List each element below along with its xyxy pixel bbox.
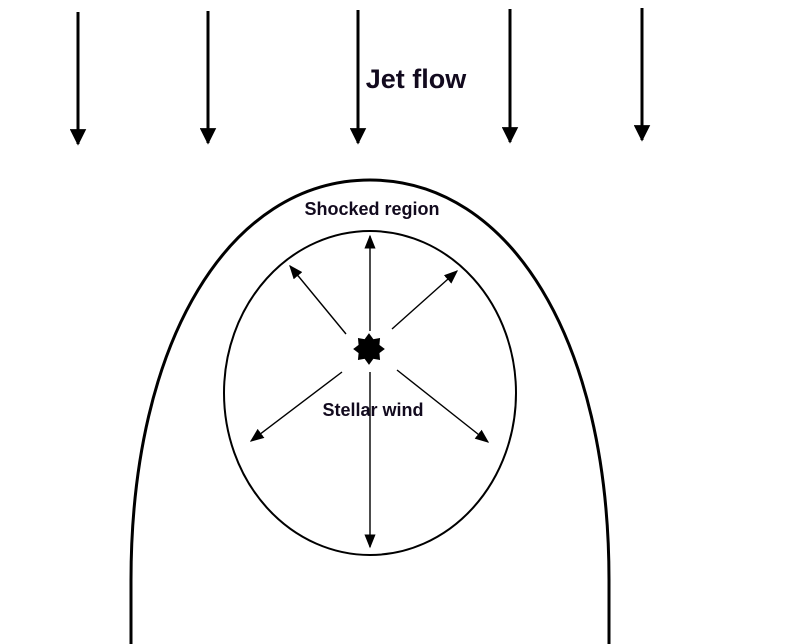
- wind-arrow-up-right: [391, 270, 459, 330]
- stellar-wind-bubble: [223, 230, 517, 556]
- shocked-region-label: Shocked region: [304, 199, 439, 219]
- star-icon: [353, 333, 385, 365]
- jet-flow-arrows: [69, 8, 651, 146]
- shocked-region-boundary: [129, 178, 611, 644]
- wind-arrow-down-right: [396, 369, 490, 443]
- stellar-wind-label: Stellar wind: [322, 400, 423, 420]
- wind-arrow-up-left: [289, 264, 347, 335]
- wind-arrow-down-left: [249, 371, 343, 442]
- jet-flow-label: Jet flow: [366, 64, 468, 94]
- stellar-wind-arrows: [249, 234, 490, 549]
